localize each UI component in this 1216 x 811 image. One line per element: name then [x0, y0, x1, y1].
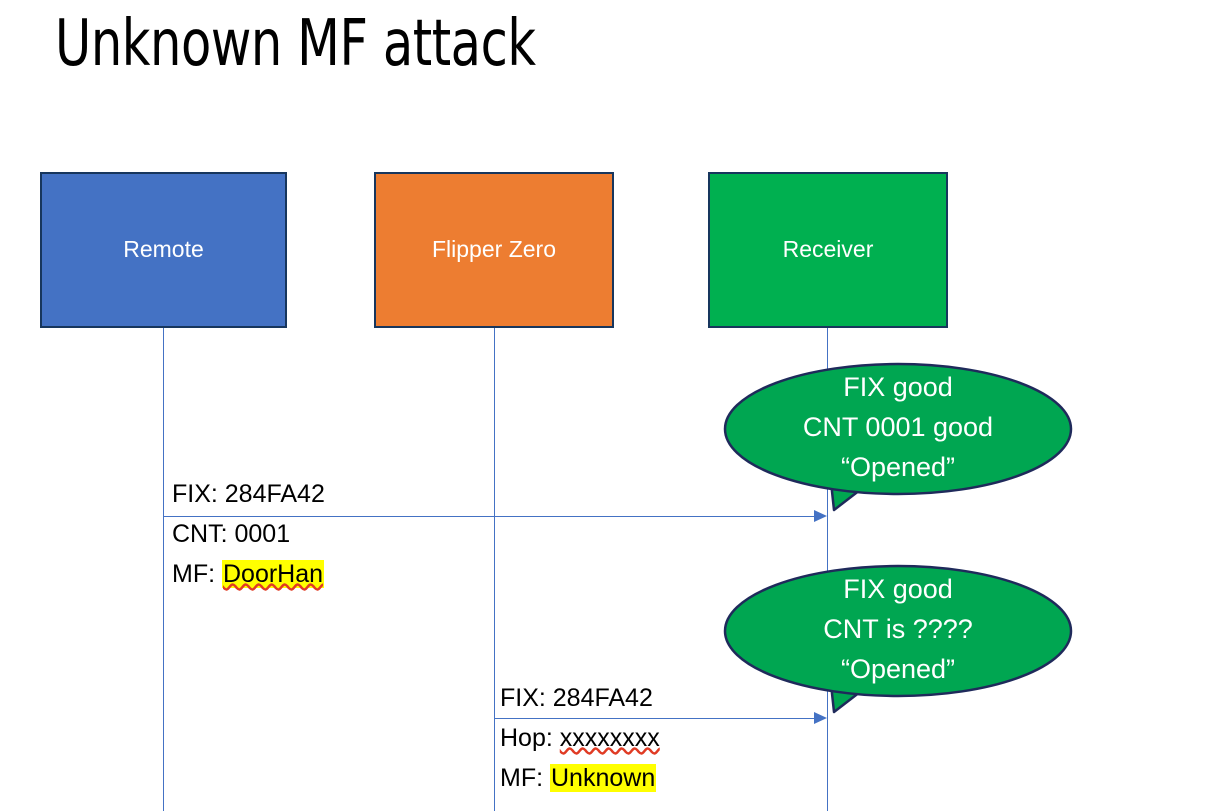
message-1-line-1: FIX: 284FA42 — [172, 480, 325, 508]
message-arrow-2-line — [494, 718, 814, 719]
message-2-mf-value: Unknown — [550, 764, 657, 792]
callout-2[interactable]: FIX good CNT is ???? “Opened” — [723, 564, 1073, 719]
message-1-label: FIX: 284FA42 CNT: 0001 MF: DoorHan — [172, 474, 325, 594]
actor-box-remote[interactable]: Remote — [40, 172, 287, 328]
message-2-line-1: FIX: 284FA42 — [500, 684, 653, 712]
actor-label-remote: Remote — [123, 236, 204, 263]
message-1-line-2: CNT: 0001 — [172, 520, 291, 548]
message-2-hop-value: xxxxxxxx — [559, 724, 660, 752]
actor-label-receiver: Receiver — [782, 236, 874, 263]
message-1-mf-value: DoorHan — [222, 560, 325, 588]
message-arrow-2-head — [814, 712, 827, 724]
lifeline-flipper — [494, 328, 495, 811]
callout-1[interactable]: FIX good CNT 0001 good “Opened” — [723, 362, 1073, 517]
actor-label-flipper: Flipper Zero — [432, 236, 556, 263]
message-arrow-1-line — [163, 516, 814, 517]
lifeline-remote — [163, 328, 164, 811]
callout-1-shape — [723, 362, 1073, 512]
message-1-mf-prefix: MF: — [172, 560, 222, 588]
page-title: Unknown MF attack — [55, 7, 536, 81]
callout-2-shape — [723, 564, 1073, 714]
message-2-label: FIX: 284FA42 Hop: xxxxxxxx MF: Unknown — [500, 678, 660, 798]
lifeline-receiver — [827, 328, 828, 811]
message-2-line-2: Hop: xxxxxxxx — [500, 718, 660, 758]
message-2-hop-prefix: Hop: — [500, 724, 560, 752]
actor-box-flipper[interactable]: Flipper Zero — [374, 172, 614, 328]
actor-box-receiver[interactable]: Receiver — [708, 172, 948, 328]
message-2-mf-prefix: MF: — [500, 764, 550, 792]
message-2-line-3: MF: Unknown — [500, 758, 660, 798]
message-1-line-3: MF: DoorHan — [172, 554, 325, 594]
message-arrow-1-head — [814, 510, 827, 522]
